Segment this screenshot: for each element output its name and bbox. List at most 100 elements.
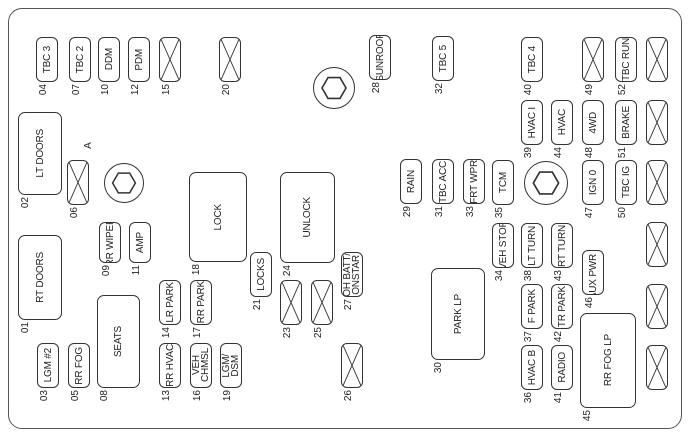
fuse-label: TBC 3 (41, 45, 53, 74)
fuse-number: 12 (130, 84, 141, 96)
fuse-number: 23 (282, 327, 293, 339)
fuse-number: 28 (371, 82, 382, 94)
empty-fuse-slot (646, 222, 668, 267)
fuse-slot: TBC 5 (432, 36, 454, 81)
fuse-number: 15 (161, 84, 172, 96)
relay-slot: RR FOG LP (580, 313, 636, 408)
fuse-number: 18 (191, 264, 202, 276)
fuse-label: LOCKS (255, 258, 267, 291)
fuse-number: 17 (192, 327, 203, 339)
fuse-label: RR PARK (195, 281, 207, 324)
empty-fuse-slot (280, 280, 302, 325)
fuse-number: 36 (523, 392, 534, 404)
empty-fuse-slot (646, 160, 668, 205)
fuse-slot: LGM #2 (37, 343, 59, 388)
fuse-slot: SUNROOF (369, 35, 391, 80)
empty-fuse-slot (646, 37, 668, 82)
fuse-slot: HVAC B (521, 345, 543, 390)
empty-slot-x-icon (583, 38, 603, 81)
empty-fuse-slot (341, 343, 363, 388)
fuse-slot: RADIO (551, 345, 573, 390)
fuse-label: TBC IG (620, 166, 632, 199)
fuse-number: 27 (343, 299, 354, 311)
fuse-number: 51 (617, 147, 628, 159)
relay-marker-label: A (82, 142, 94, 149)
empty-fuse-slot (646, 345, 668, 390)
fuse-label: AUX PWR 1 (587, 250, 599, 295)
fuse-slot: TBC 3 (36, 37, 58, 82)
fuse-label: LT TURN (526, 225, 538, 266)
fuse-label: OH BATT/ ONSTAR (342, 252, 362, 297)
fuse-slot: F PARK (521, 284, 543, 329)
fuse-label: HVAC B (526, 349, 538, 386)
fuse-number: 52 (617, 84, 628, 96)
empty-slot-x-icon (220, 38, 240, 81)
fuse-number: 33 (465, 206, 476, 218)
fuse-label: VEH CHMSL (191, 348, 211, 383)
fuse-slot: AUX PWR 1 (582, 250, 604, 295)
empty-slot-x-icon (68, 161, 88, 204)
fuse-label: LGM/ DSM (221, 353, 241, 378)
fuse-slot: TBC 2 (69, 37, 91, 82)
fuse-label: TBC RUN (620, 37, 632, 82)
fuse-slot: TBC 4 (521, 37, 543, 82)
fuse-number: 05 (70, 390, 81, 402)
fuse-label: F PARK (526, 289, 538, 324)
fuse-number: 06 (69, 207, 80, 219)
relay-slot: LOCK (189, 172, 247, 262)
fuse-label: FRT WPR (468, 159, 480, 204)
fuse-label: SUNROOF (374, 35, 386, 80)
fuse-label: AMP (134, 231, 146, 254)
fuse-slot: AMP (129, 222, 151, 263)
fuse-label: RADIO (556, 352, 568, 383)
empty-slot-x-icon (647, 101, 667, 144)
fuse-slot: LOCKS (250, 252, 272, 297)
fuse-slot: BRAKE (615, 100, 637, 145)
fuse-slot: TR PARK (551, 284, 573, 329)
fuse-number: 24 (282, 265, 293, 277)
empty-fuse-slot (159, 37, 181, 82)
fuse-slot: RAIN (400, 159, 422, 204)
fuse-slot: 4WD (582, 100, 604, 145)
fuse-number: 03 (39, 390, 50, 402)
fuse-number: 50 (617, 207, 628, 219)
fuse-label: SEATS (113, 325, 124, 358)
empty-slot-x-icon (281, 281, 301, 324)
empty-slot-x-icon (342, 344, 362, 387)
fuse-number: 13 (161, 390, 172, 402)
fuse-number: 29 (402, 206, 413, 218)
fuse-label: LGM #2 (42, 348, 54, 383)
fuse-slot: RT TURN (551, 223, 573, 268)
hex-stud-icon (313, 67, 355, 109)
fuse-label: RR HVAC (164, 344, 176, 387)
fuse-slot: IGN 0 (582, 160, 604, 205)
fuse-number: 48 (584, 147, 595, 159)
empty-slot-x-icon (647, 285, 667, 328)
fuse-number: 43 (553, 270, 564, 282)
relay-slot: LT DOORS (18, 112, 62, 195)
fuse-slot: LR PARK (159, 280, 181, 325)
relay-slot: PARK LP (431, 268, 485, 360)
fuse-number: 34 (494, 270, 505, 282)
fuse-number: 31 (434, 206, 445, 218)
empty-fuse-slot (646, 284, 668, 329)
fuse-slot: DDM (98, 37, 120, 82)
fuse-label: PARK LP (452, 293, 464, 335)
fuse-number: 07 (71, 84, 82, 96)
relay-slot: RT DOORS (18, 235, 62, 320)
fuse-number: 40 (523, 84, 534, 96)
fuse-number: 19 (222, 390, 233, 402)
fuse-number: 08 (99, 390, 110, 402)
fuse-number: 47 (584, 207, 595, 219)
empty-slot-x-icon (647, 346, 667, 389)
fuse-number: 49 (584, 84, 595, 96)
fuse-label: TCM (497, 171, 509, 194)
fuse-label: HVAC I (526, 106, 538, 139)
fuse-slot: HVAC I (521, 100, 543, 145)
fuse-label: DDM (103, 48, 115, 71)
fuse-number: 21 (252, 299, 263, 311)
fuse-number: 41 (553, 392, 564, 404)
relay-slot: SEATS (97, 295, 140, 388)
fuse-number: 44 (553, 147, 564, 159)
fuse-label: HVAC (556, 109, 568, 136)
